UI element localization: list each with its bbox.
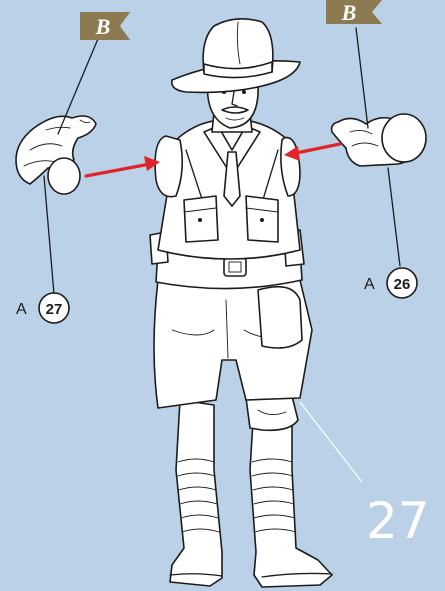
left-part-callout: A 27 [16, 293, 69, 323]
right-flag: B [326, 0, 382, 25]
left-part-number: 27 [46, 301, 63, 318]
left-part-leader-line [44, 176, 54, 294]
left-hand-part [16, 116, 96, 194]
right-part-leader-line [388, 168, 400, 266]
left-flag: B [80, 12, 130, 40]
left-assembly-arrow [86, 156, 160, 176]
left-flag-letter: B [95, 14, 111, 39]
left-part-group: A [16, 301, 27, 318]
right-hand-part [332, 114, 426, 166]
right-part-group: A [364, 276, 375, 293]
right-part-callout: A 26 [364, 268, 417, 298]
step-leader-line [300, 402, 362, 482]
right-flag-letter: B [341, 0, 357, 25]
step-number: 27 [366, 492, 430, 550]
right-flag-leader-line [356, 28, 368, 128]
right-part-number: 26 [394, 276, 411, 293]
soldier-figure [150, 19, 332, 587]
